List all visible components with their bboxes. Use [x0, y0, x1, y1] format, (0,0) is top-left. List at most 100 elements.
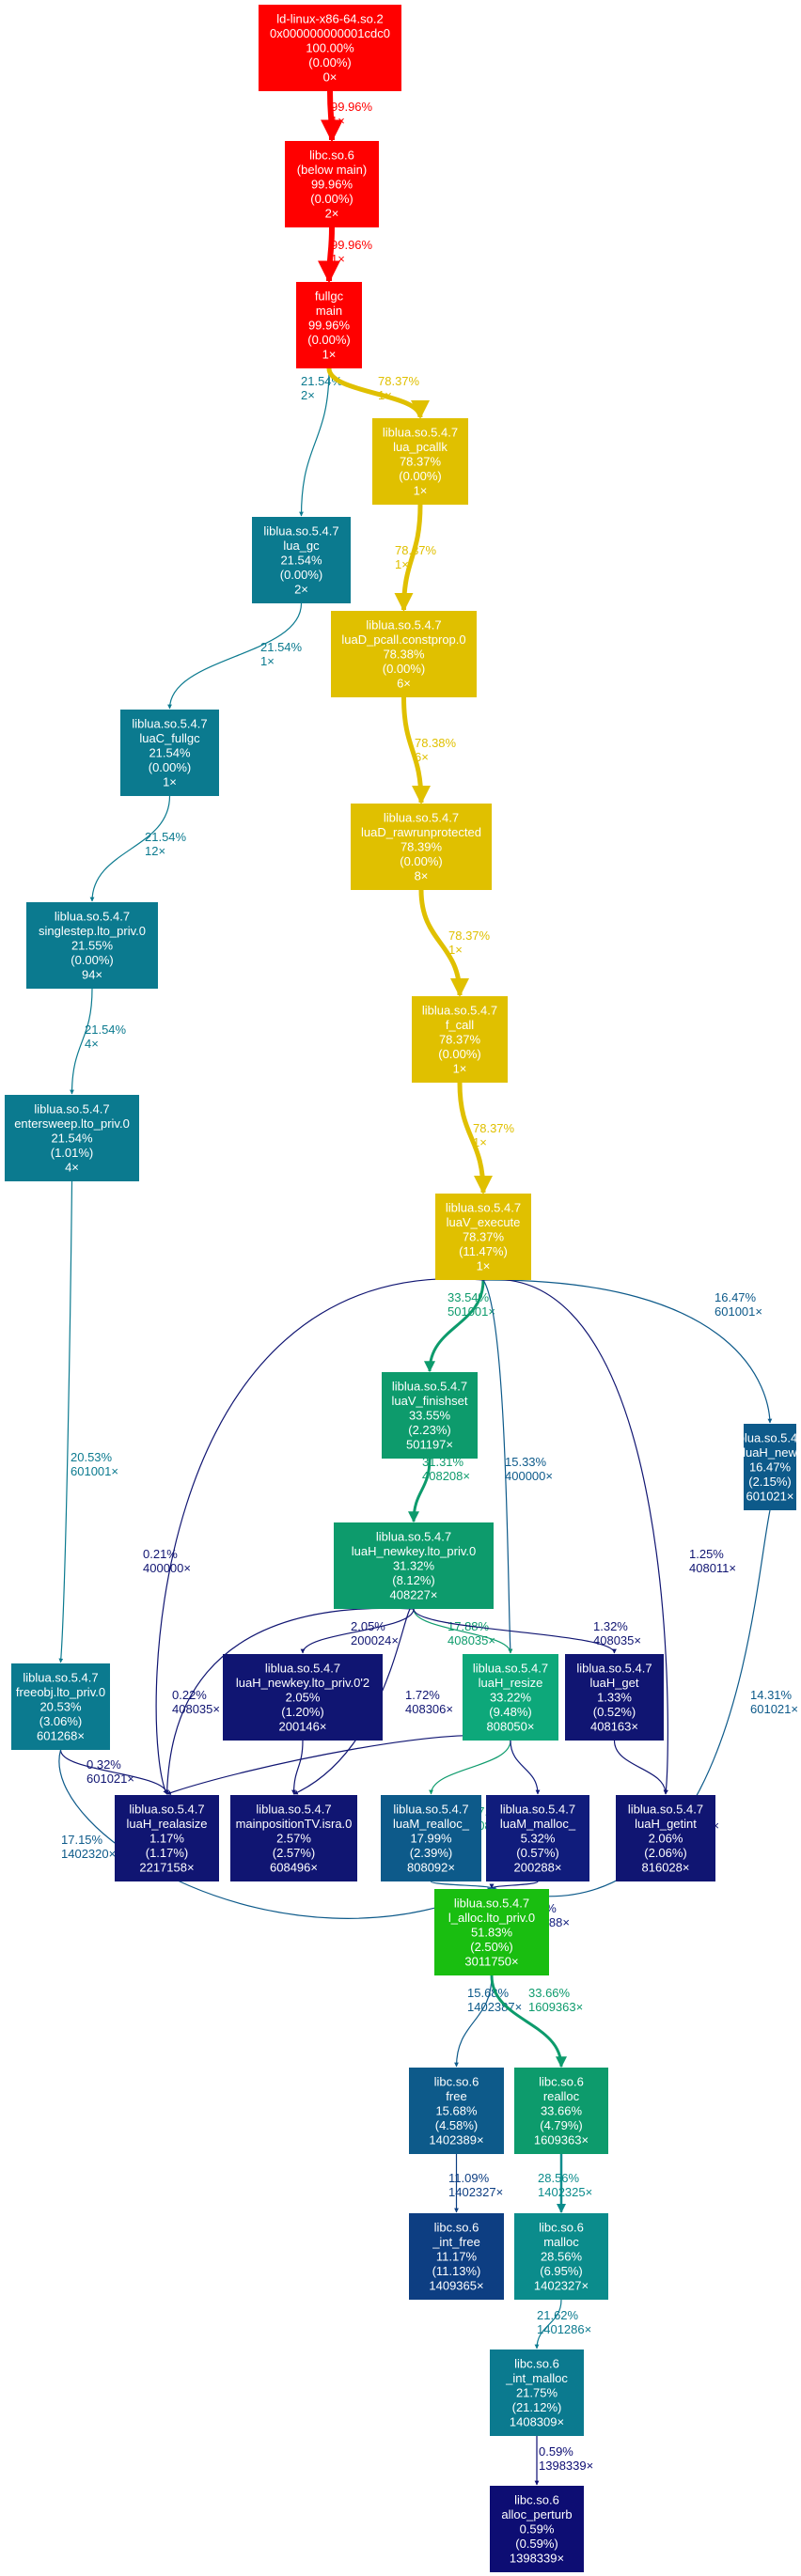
edge-newkey-realasize[interactable]: 0.22%408035× [165, 1607, 415, 1795]
node-label-line: liblua.so.5.4.7 [376, 1530, 451, 1544]
edge-free-intfree[interactable]: 11.09%1402327× [448, 2153, 503, 2213]
node-luaH-new[interactable]: liblua.so.5.4.7luaH_new16.47%(2.15%)6010… [732, 1424, 801, 1510]
node-label-line: (0.00%) [383, 662, 426, 676]
node-alloc-perturb[interactable]: libc.so.6alloc_perturb0.59%(0.59%)139833… [490, 2486, 584, 2572]
node-luaH-newkey[interactable]: liblua.so.5.4.7luaH_newkey.lto_priv.031.… [334, 1522, 494, 1609]
node-luaV-finishset[interactable]: liblua.so.5.4.7luaV_finishset33.55%(2.23… [382, 1372, 478, 1459]
node-luaC-fullgc[interactable]: liblua.so.5.4.7luaC_fullgc21.54%(0.00%)1… [120, 710, 219, 796]
node-label-line: 608496× [270, 1861, 318, 1875]
node-label-line: liblua.so.5.4.7 [34, 1102, 109, 1116]
edge-newkey-resize[interactable]: 17.88%408035× [413, 1608, 513, 1654]
node-label-line: 601021× [746, 1490, 794, 1504]
node-luaD-rawrunprotected[interactable]: liblua.so.5.4.7luaD_rawrunprotected78.39… [351, 804, 492, 890]
node-label-line: 1402327× [534, 2279, 589, 2293]
edge-ld-libc[interactable]: 99.96%1× [320, 90, 373, 143]
edge-newkey-mainpos[interactable]: 1.72%408306× [293, 1606, 453, 1795]
edge-alloc-realloc[interactable]: 33.66%1609363× [490, 1975, 583, 2069]
node-label-line: 2× [325, 207, 339, 221]
edge-freeobj-alloc[interactable]: 17.15%1402320× [58, 1749, 493, 1919]
edge-sweep-freeobj[interactable]: 20.53%601001× [58, 1180, 118, 1663]
edge-label-line: 408208× [422, 1469, 470, 1483]
node-int-malloc[interactable]: libc.so.6_int_malloc21.75%(21.12%)140830… [490, 2350, 584, 2436]
node-l-alloc[interactable]: liblua.so.5.4.7l_alloc.lto_priv.051.83%(… [434, 1889, 549, 1975]
edge-malloc-intmalloc[interactable]: 21.62%1401286× [534, 2299, 591, 2350]
edge-label-line: 601021× [86, 1772, 134, 1786]
node-luaH-getint[interactable]: liblua.so.5.4.7luaH_getint2.06%(2.06%)81… [616, 1795, 715, 1881]
edge-fcall-exec[interactable]: 78.37%1× [457, 1082, 515, 1194]
node-luaH-get[interactable]: liblua.so.5.4.7luaH_get1.33%(0.52%)40816… [565, 1654, 664, 1741]
edge-realloc-malloc[interactable]: 28.56%1402325× [538, 2153, 592, 2213]
node-label-line: (4.58%) [435, 2118, 479, 2132]
edge-fullgc-step[interactable]: 21.54%12× [89, 795, 187, 902]
node-libc-below[interactable]: libc.so.6(below main)99.96%(0.00%)2× [285, 141, 379, 227]
edge-newkey-newkey2[interactable]: 2.05%200024× [300, 1608, 415, 1654]
node-freeobj[interactable]: liblua.so.5.4.7freeobj.lto_priv.020.53%(… [11, 1663, 110, 1750]
node-ld[interactable]: ld-linux-x86-64.so.20x000000000001cdc010… [259, 5, 401, 91]
edge-label-line: 1609363× [528, 2000, 583, 2014]
node-box [334, 1522, 494, 1609]
edge-main-pcallk[interactable]: 78.37%1× [326, 367, 430, 419]
edge-exec-realasize[interactable]: 0.21%400000× [143, 1277, 484, 1795]
node-label-line: 1× [453, 1062, 467, 1076]
node-luaV-execute[interactable]: liblua.so.5.4.7luaV_execute78.37%(11.47%… [435, 1194, 531, 1280]
edge-line [401, 696, 431, 804]
node-box [11, 1663, 110, 1750]
edge-exec-new[interactable]: 16.47%601001× [482, 1279, 773, 1424]
node-luaH-resize[interactable]: liblua.so.5.4.7luaH_resize33.22%(9.48%)8… [463, 1654, 558, 1741]
node-label-line: luaV_execute [447, 1215, 521, 1229]
node-label-line: (0.00%) [71, 953, 114, 967]
node-label-line: 1408309× [510, 2415, 564, 2429]
edge-alloc-free[interactable]: 15.68%1402387× [454, 1975, 523, 2068]
node-luaH-newkey2[interactable]: liblua.so.5.4.7luaH_newkey.lto_priv.0'22… [223, 1654, 383, 1741]
node-box [5, 1095, 139, 1181]
node-singlestep[interactable]: liblua.so.5.4.7singlestep.lto_priv.021.5… [26, 902, 158, 989]
edge-label-line: 408011× [689, 1561, 736, 1575]
node-mainpositionTV[interactable]: liblua.so.5.4.7mainpositionTV.isra.02.57… [230, 1795, 357, 1881]
node-label-line: luaH_get [589, 1676, 638, 1690]
edge-line [299, 367, 330, 517]
edge-line [58, 1180, 73, 1663]
node-label-line: (0.00%) [310, 192, 353, 206]
node-label-line: ld-linux-x86-64.so.2 [276, 12, 383, 26]
edge-pcallk-pcall[interactable]: 78.37%1× [394, 504, 437, 612]
edge-libc-main[interactable]: 99.96%1× [318, 226, 373, 284]
edge-exec-getint[interactable]: 1.25%408011× [482, 1279, 736, 1795]
edge-step-sweep[interactable]: 21.54%4× [70, 988, 127, 1095]
node-luaM-malloc[interactable]: liblua.so.5.4.7luaM_malloc_5.32%(0.57%)2… [486, 1795, 589, 1881]
edge-pcall-raw[interactable]: 78.38%6× [401, 696, 457, 804]
node-label-line: (0.57%) [516, 1846, 559, 1860]
node-label-line: 601268× [37, 1729, 85, 1743]
node-luaD-pcall[interactable]: liblua.so.5.4.7luaD_pcall.constprop.078.… [331, 611, 477, 697]
edge-finishset-newkey[interactable]: 31.31%408208× [408, 1455, 470, 1523]
node-label-line: 1409365× [429, 2279, 483, 2293]
edge-label-line: 0.59% [539, 2444, 573, 2459]
node-box [616, 1795, 715, 1881]
edge-gc-fullgc[interactable]: 21.54%1× [167, 602, 303, 710]
node-label-line: (0.00%) [308, 55, 352, 70]
edge-newkey-get[interactable]: 1.32%408035× [413, 1608, 641, 1654]
node-luaM-realloc[interactable]: liblua.so.5.4.7luaM_realloc_17.99%(2.39%… [381, 1795, 481, 1881]
edge-main-gc[interactable]: 21.54%2× [299, 367, 343, 517]
node-entersweep[interactable]: liblua.so.5.4.7entersweep.lto_priv.021.5… [5, 1095, 139, 1181]
edge-intmalloc-perturb[interactable]: 0.59%1398339× [534, 2435, 593, 2486]
node-label-line: (0.52%) [593, 1705, 636, 1719]
node-label-line: 408163× [590, 1720, 638, 1734]
edge-exec-resize[interactable]: 15.33%400000× [482, 1279, 553, 1654]
edge-label-line: 11.09% [448, 2171, 490, 2185]
edge-exec-finishset[interactable]: 33.54%501001× [424, 1279, 495, 1373]
edge-freeobj-realasize[interactable]: 0.32%601021× [59, 1749, 169, 1795]
node-luaH-realasize[interactable]: liblua.so.5.4.7luaH_realasize1.17%(1.17%… [115, 1795, 219, 1881]
edge-raw-fcall[interactable]: 78.37%1× [418, 889, 491, 997]
edge-new-alloc[interactable]: 14.31%601021× [491, 1509, 798, 1897]
edge-label-line: 1× [378, 388, 392, 402]
node-label-line: 1× [163, 775, 177, 789]
node-label-line: (2.15%) [748, 1475, 792, 1489]
